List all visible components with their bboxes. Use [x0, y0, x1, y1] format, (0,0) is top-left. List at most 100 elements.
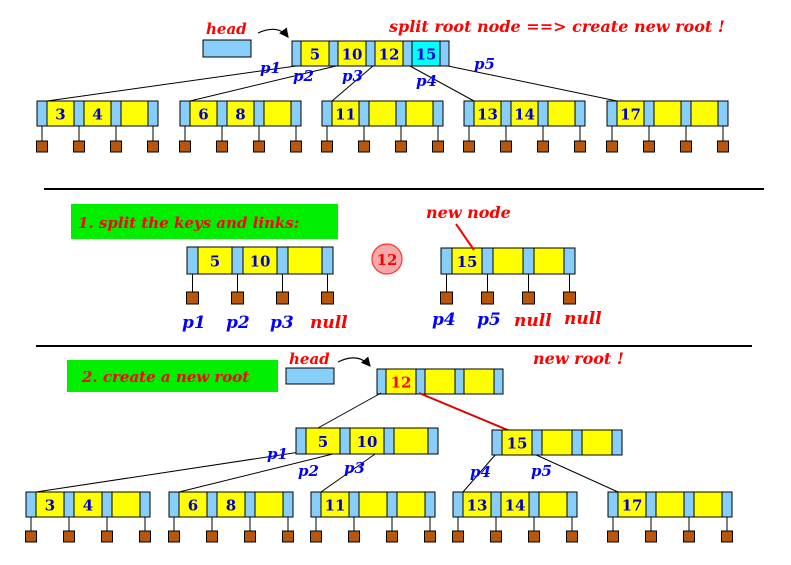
- child-pointer-box: [606, 140, 618, 153]
- key-cell: [287, 246, 323, 275]
- pointer-lines-bottom: [35, 392, 619, 493]
- key-value: 3: [55, 106, 65, 124]
- child-pointer-box: [101, 530, 113, 543]
- child-pointer-box: [321, 140, 333, 153]
- tree-edge: [418, 392, 511, 432]
- child-pointer-box: [424, 530, 436, 543]
- key-value: 5: [310, 46, 320, 64]
- pointer-cell: [717, 100, 729, 127]
- child-pointer-box: [244, 530, 256, 543]
- tree-edge: [447, 65, 618, 102]
- child-pointer-box: [25, 530, 37, 543]
- pointer-cell: [179, 100, 191, 127]
- key-value: 5: [210, 253, 220, 271]
- pointer-cell: [186, 246, 199, 275]
- key-cell: [320, 491, 350, 518]
- key-cell: [462, 491, 492, 518]
- key-cell: [263, 100, 292, 127]
- child-pointer-box: [717, 140, 729, 153]
- child-pointer-box: [216, 140, 228, 153]
- key-value: 6: [188, 497, 198, 515]
- pointer-cell: [110, 100, 122, 127]
- child-pointer-box: [645, 530, 657, 543]
- pointer-cell: [139, 491, 151, 518]
- tree-edge: [409, 65, 475, 102]
- child-pointer-box: [574, 140, 586, 153]
- key-value: 15: [457, 253, 478, 271]
- pointer-cell: [310, 491, 322, 518]
- pointer-cell: [395, 100, 407, 127]
- key-value: 10: [342, 46, 363, 64]
- key-value: 17: [620, 106, 641, 124]
- key-cell: [500, 491, 530, 518]
- pointer-cell: [454, 368, 465, 395]
- child-pointer-box: [522, 291, 535, 305]
- pointer-cell: [376, 368, 387, 395]
- mid-left-ptr-p1: p1: [182, 313, 206, 333]
- key-cell: [385, 368, 417, 395]
- child-pointer-box: [395, 140, 407, 153]
- child-pointer-box: [73, 140, 85, 153]
- step1-text: 1. split the keys and links:: [78, 214, 299, 232]
- child-pointer-box: [290, 140, 302, 153]
- pointer-cell: [427, 427, 439, 455]
- key-cell: [46, 100, 75, 127]
- child-pointer-box: [463, 140, 475, 153]
- key-value: 4: [83, 497, 93, 515]
- key-cell: [538, 491, 568, 518]
- key-value: 15: [507, 435, 528, 453]
- child-pointer-box: [186, 291, 199, 305]
- key-value: 13: [477, 106, 498, 124]
- pointer-cell: [493, 368, 504, 395]
- key-cell: [73, 491, 103, 518]
- pointer-cell: [606, 100, 618, 127]
- child-pointer-box: [282, 530, 294, 543]
- key-cell: [492, 247, 524, 275]
- key-cell: [653, 100, 682, 127]
- pointer-cell: [321, 246, 334, 275]
- pointer-cell: [491, 429, 503, 456]
- mid-right-ptr-null-1: null: [514, 311, 552, 331]
- mid-right-ptr-p4: p4: [432, 310, 456, 330]
- bottom-pointer-label-p5: p5: [531, 462, 552, 480]
- child-pointer-box: [110, 140, 122, 153]
- tree-edge: [317, 392, 382, 429]
- child-pointer-box: [432, 140, 444, 153]
- top-title: split root node ==> create new root !: [388, 17, 725, 36]
- pointer-label-p2: p2: [293, 67, 314, 85]
- key-cell: [655, 491, 685, 518]
- pointer-cell: [439, 40, 450, 67]
- pointer-cell: [611, 429, 623, 456]
- key-value: 5: [318, 433, 328, 451]
- tree-edge: [320, 451, 379, 493]
- pointer-cell: [216, 100, 228, 127]
- pointer-cell: [348, 491, 360, 518]
- key-cell: [396, 491, 426, 518]
- key-value: 8: [235, 106, 245, 124]
- pointer-cell: [490, 491, 502, 518]
- mid-left-ptr-null: null: [310, 313, 348, 333]
- key-cell: [189, 100, 218, 127]
- pointer-cell: [291, 40, 302, 67]
- pointer-cell: [244, 491, 256, 518]
- promoted-key-circle: [371, 243, 403, 275]
- child-pointer-box: [348, 530, 360, 543]
- key-cell: [305, 427, 341, 455]
- child-pointer-box: [643, 140, 655, 153]
- key-cell: [358, 491, 388, 518]
- pointer-label-p3: p3: [342, 67, 363, 85]
- step1-banner: [71, 204, 338, 239]
- pointer-cell: [386, 491, 398, 518]
- pointer-cell: [571, 429, 583, 456]
- key-cell: [581, 429, 613, 456]
- key-value: 14: [505, 497, 526, 515]
- bottom-pointer-label-p2: p2: [298, 462, 319, 480]
- key-cell: [368, 100, 397, 127]
- pointer-cell: [440, 247, 453, 275]
- pointer-lines: [46, 65, 618, 102]
- key-cell: [393, 427, 429, 455]
- key-value: 12: [379, 46, 400, 64]
